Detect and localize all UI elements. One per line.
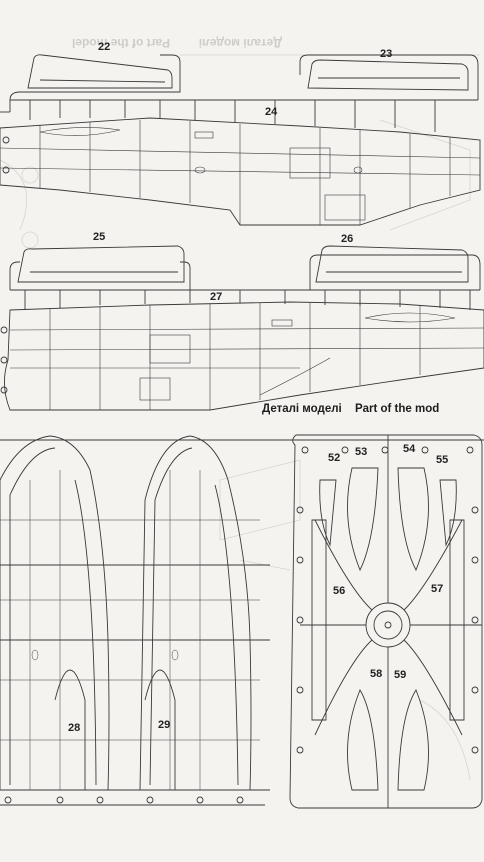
bleed-through: Деталі моделі Part of the model bbox=[0, 36, 480, 781]
part-label-29: 29 bbox=[158, 719, 170, 731]
part-label-56: 56 bbox=[333, 585, 345, 597]
part-label-23: 23 bbox=[380, 48, 392, 60]
part-label-54: 54 bbox=[403, 443, 416, 455]
part-label-53: 53 bbox=[355, 446, 367, 458]
part-27-fuselage bbox=[4, 301, 484, 411]
part-label-57: 57 bbox=[431, 583, 443, 595]
part-label-28: 28 bbox=[68, 722, 80, 734]
bleed-header-text: Деталі моделі bbox=[199, 36, 282, 50]
sprue-top bbox=[0, 54, 481, 226]
heading-ukrainian: Деталі моделі bbox=[262, 403, 342, 415]
part-label-59: 59 bbox=[394, 669, 406, 681]
part-26-panel bbox=[315, 245, 469, 283]
section-heading: Деталі моделі Part of the mod bbox=[262, 403, 439, 415]
part-22-panel bbox=[27, 54, 173, 89]
heading-english: Part of the mod bbox=[354, 403, 440, 415]
sprue-lower-left bbox=[0, 435, 484, 806]
part-label-25: 25 bbox=[93, 231, 105, 243]
part-24-fuselage bbox=[0, 117, 481, 226]
part-56-strip bbox=[311, 519, 327, 721]
part-label-24: 24 bbox=[265, 106, 278, 118]
part-59-blade bbox=[397, 689, 429, 791]
part-label-52: 52 bbox=[328, 452, 340, 464]
part-55-blade bbox=[439, 479, 457, 547]
part-23-panel bbox=[307, 59, 469, 91]
part-58-blade bbox=[347, 688, 379, 791]
sprue-lower-right bbox=[289, 434, 483, 809]
part-label-58: 58 bbox=[370, 668, 382, 680]
part-53-blade bbox=[347, 467, 379, 572]
part-25-panel bbox=[17, 245, 185, 283]
part-label-27: 27 bbox=[210, 291, 222, 303]
part-54-blade bbox=[397, 467, 429, 572]
part-label-22: 22 bbox=[98, 41, 110, 53]
part-28-cowling bbox=[0, 435, 110, 791]
part-52-blade bbox=[319, 479, 337, 547]
part-label-26: 26 bbox=[341, 233, 353, 245]
part-57-strip bbox=[449, 519, 465, 721]
sprue-middle bbox=[0, 245, 484, 411]
bleed-header-text-en: Part of the model bbox=[72, 36, 170, 50]
part-29-cowling bbox=[139, 435, 252, 791]
part-label-55: 55 bbox=[436, 454, 448, 466]
